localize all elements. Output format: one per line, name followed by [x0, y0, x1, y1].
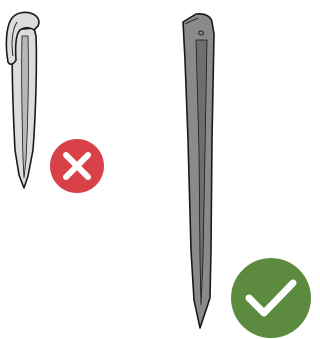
hook-peg-head	[5, 11, 40, 65]
correct-badge-circle	[231, 258, 311, 338]
straight-stake-illustration	[182, 13, 215, 329]
correct-badge	[231, 258, 311, 338]
straight-stake-head-fold	[184, 17, 199, 25]
hook-peg-illustration	[5, 11, 40, 189]
hook-peg-groove	[21, 35, 29, 179]
cross-icon	[63, 152, 91, 180]
straight-stake-hole	[198, 30, 204, 36]
hook-peg-head-detail	[11, 21, 18, 57]
incorrect-badge	[50, 139, 104, 193]
check-icon	[245, 279, 297, 317]
straight-stake-channel	[195, 39, 208, 306]
